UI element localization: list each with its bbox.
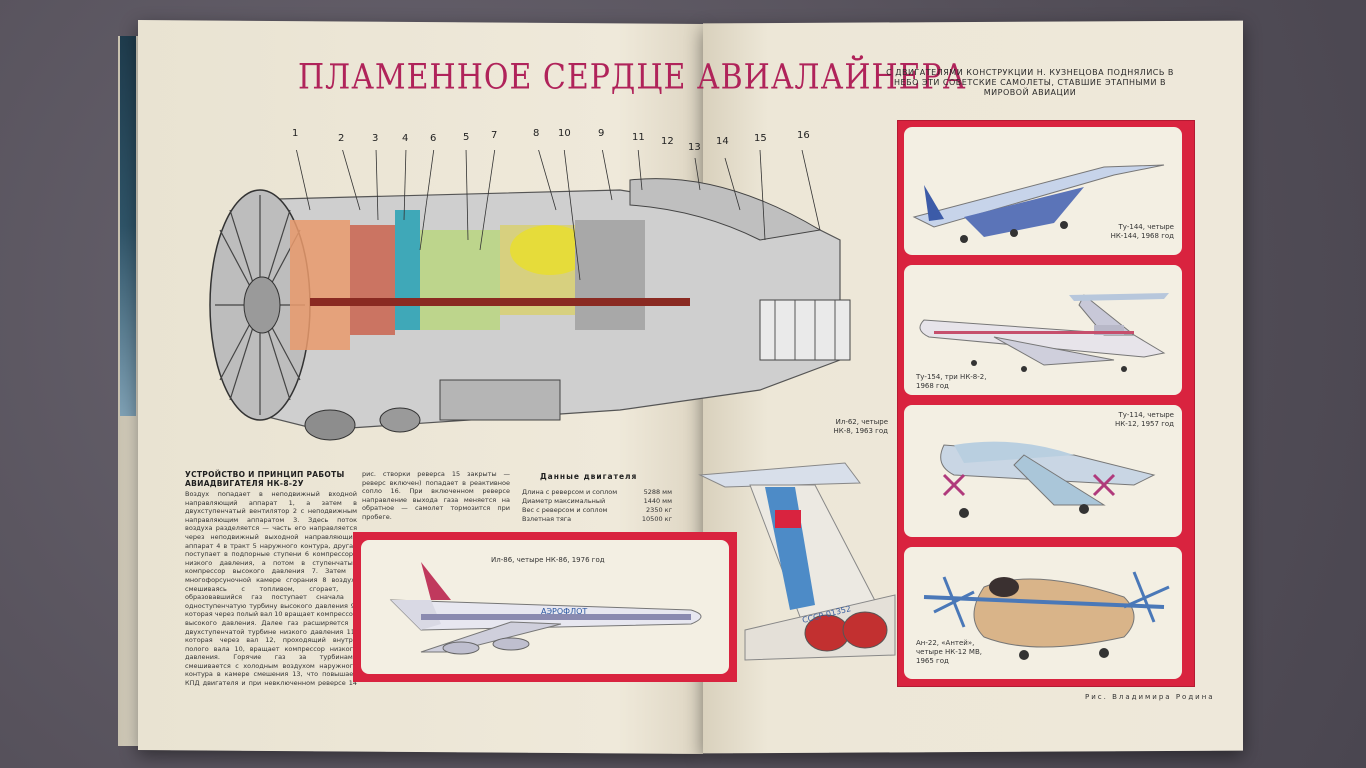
an22-card: Ан-22, «Антей», четыре НК-12 МВ, 1965 го… [904,547,1182,679]
callout-3: 3 [372,133,379,144]
callout-6: 6 [430,133,437,144]
aircraft-panel: Ту-144, четыре НК-144, 1968 год Ту-154, … [897,120,1195,687]
engine-cutaway-illustration [209,150,851,441]
callout-7: 7 [491,130,498,141]
il62-caption: Ил-62, четыре НК-8, 1963 год [833,418,888,435]
callout-10: 10 [558,128,571,139]
intro-text: С ДВИГАТЕЛЯМИ КОНСТРУКЦИИ Н. КУЗНЕЦОВА П… [886,68,1174,97]
callout-14: 14 [716,136,729,147]
callout-4: 4 [402,133,409,144]
tu114-card: Ту-114, четыре НК-12, 1957 год [904,405,1182,537]
page-title: ПЛАМЕННОЕ СЕРДЦЕ АВИАЛАЙНЕРА [298,57,967,98]
callout-11: 11 [632,132,645,143]
an22-illustration [923,571,1170,660]
aeroflot-livery: АЭРОФЛОТ [541,607,587,616]
callout-5: 5 [463,132,470,143]
il86-caption: Ил-86, четыре НК-86, 1976 год [491,556,605,564]
body-column-1: Воздух попадает в неподвижный входной на… [185,490,357,686]
tu154-card: Ту-154, три НК-8-2, 1968 год [904,265,1182,395]
il86-card: Ил-86, четыре НК-86, 1976 год АЭРОФЛОТ [361,540,729,674]
callout-15: 15 [754,133,767,144]
callout-9: 9 [598,128,605,139]
il86-panel: Ил-86, четыре НК-86, 1976 год АЭРОФЛОТ [353,532,737,682]
callout-8: 8 [533,128,540,139]
an22-caption: Ан-22, «Антей», четыре НК-12 МВ, 1965 го… [916,639,982,665]
tu144-caption: Ту-144, четыре НК-144, 1968 год [1110,223,1174,240]
tu154-caption: Ту-154, три НК-8-2, 1968 год [916,373,987,390]
callout-13: 13 [688,142,701,153]
tu114-caption: Ту-114, четыре НК-12, 1957 год [1115,411,1174,428]
callout-1: 1 [292,128,299,139]
illustration-credit: Рис. Владимира Родина [1085,693,1215,701]
tu154-illustration [919,293,1169,372]
il86-illustration: АЭРОФЛОТ [389,562,702,655]
callout-16: 16 [797,130,810,141]
magazine-spread [118,20,1248,754]
body-column-2: рис. створки реверса 15 закрыты — реверс… [362,470,510,521]
callout-12: 12 [661,136,674,147]
tu114-illustration [940,441,1156,518]
callout-2: 2 [338,133,345,144]
il62-tail-illustration: СССР-01352 [698,462,896,661]
specs-heading: Данные двигателя [540,472,638,481]
cover-edge [120,36,136,416]
tu144-illustration [912,164,1165,243]
tu144-card: Ту-144, четыре НК-144, 1968 год [904,127,1182,255]
section-heading: УСТРОЙСТВО И ПРИНЦИП РАБОТЫ АВИАДВИГАТЕЛ… [185,470,345,488]
